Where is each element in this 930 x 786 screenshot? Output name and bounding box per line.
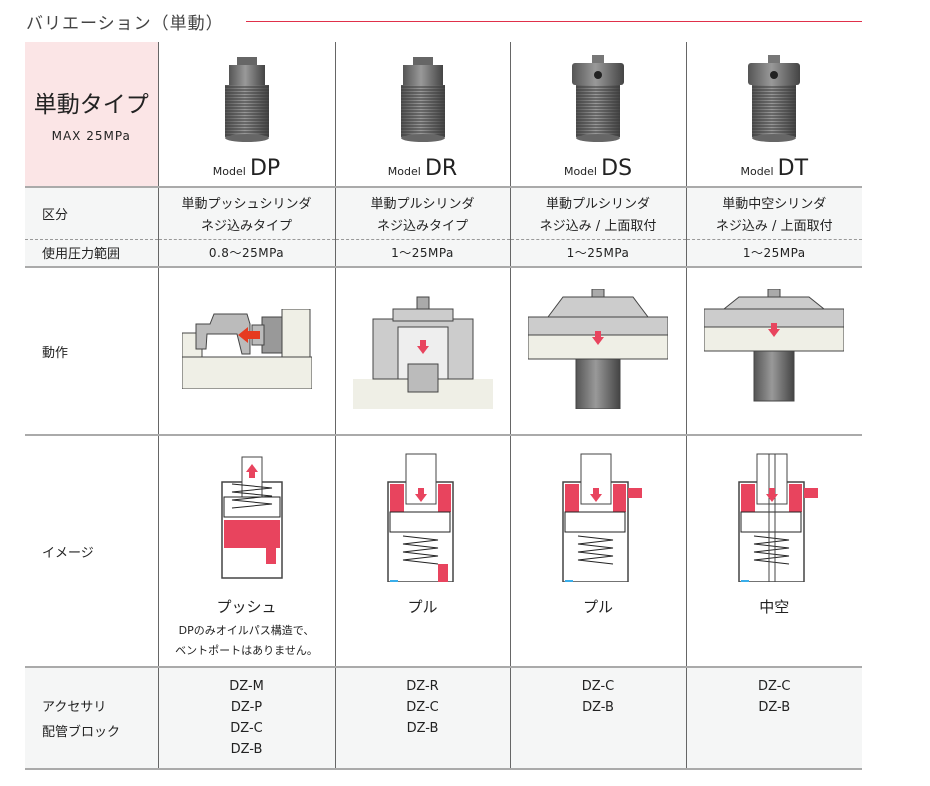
model-header-ds: Model DS	[509, 42, 686, 187]
note-line-1: DPのみオイルパス構造で、	[178, 624, 315, 637]
accessory-label-1: アクセサリ	[42, 700, 107, 715]
image-caption: 中空	[759, 598, 790, 616]
category-line-2: ネジ込み / 上面取付	[539, 218, 657, 234]
accessory-item: DZ-C	[581, 679, 615, 694]
accessory-item: DZ-B	[582, 700, 614, 715]
accessory-item: DZ-P	[230, 700, 263, 715]
category-cell: 単動プルシリンダネジ込みタイプ	[334, 187, 510, 239]
accessory-item: DZ-B	[406, 721, 439, 736]
action-cell	[509, 267, 686, 435]
pressure-row: 使用圧力範囲 0.8～25MPa 1～25MPa 1～25MPa 1～25MPa	[25, 239, 862, 267]
max-pressure: MAX 25MPa	[51, 129, 131, 143]
row-label-action: 動作	[42, 345, 69, 361]
action-diagram	[527, 288, 669, 410]
accessory-cell: DZ-M DZ-P DZ-C DZ-B	[157, 667, 335, 769]
category-line-1: 単動プルシリンダ	[370, 196, 475, 212]
cylinder-photo	[572, 55, 624, 142]
model-name: DT	[777, 156, 809, 181]
category-line-2: ネジ込み / 上面取付	[715, 218, 833, 234]
pressure-value: 0.8～25MPa	[208, 246, 285, 261]
action-diagram	[703, 288, 845, 402]
model-name: DR	[424, 156, 458, 181]
accessory-label-2: 配管ブロック	[42, 725, 121, 740]
variation-table: 単動タイプ MAX 25MPa Model DP Model DR Model …	[25, 42, 862, 770]
accessory-item: DZ-C	[230, 721, 263, 736]
category-line-1: 単動中空シリンダ	[722, 196, 827, 212]
schematic-diagram	[738, 453, 819, 586]
model-header-dt: Model DT	[685, 42, 862, 187]
action-diagram	[181, 308, 312, 390]
type-cell: 単動タイプ MAX 25MPa	[25, 42, 158, 187]
image-caption: プル	[582, 598, 613, 616]
category-line-1: 単動プルシリンダ	[545, 196, 650, 212]
model-prefix: Model	[563, 165, 597, 178]
pressure-value: 1～25MPa	[566, 246, 630, 261]
cylinder-photo	[748, 55, 801, 142]
model-header-dr: Model DR	[334, 42, 510, 187]
schematic-diagram	[220, 456, 283, 579]
model-name: DS	[601, 156, 633, 181]
pressure-cell: 1～25MPa	[509, 239, 686, 267]
accessory-cell: DZ-C DZ-B	[509, 667, 686, 769]
category-line-2: ネジ込みタイプ	[376, 218, 468, 234]
row-label-category: 区分	[25, 187, 158, 239]
category-cell: 単動プルシリンダネジ込み / 上面取付	[509, 187, 686, 239]
accessory-cell: DZ-R DZ-C DZ-B	[334, 667, 510, 769]
action-cell	[685, 267, 862, 435]
row-label-image: イメージ	[42, 545, 94, 561]
accessory-item: DZ-C	[406, 700, 439, 715]
category-cell: 単動中空シリンダネジ込み / 上面取付	[685, 187, 862, 239]
model-prefix: Model	[212, 165, 246, 178]
title-divider	[246, 21, 862, 22]
cylinder-photo	[224, 57, 269, 142]
pressure-cell: 1～25MPa	[685, 239, 862, 267]
model-prefix: Model	[740, 165, 774, 178]
schematic-diagram	[386, 453, 454, 586]
category-line-1: 単動プッシュシリンダ	[181, 196, 312, 212]
accessory-item: DZ-B	[758, 700, 791, 715]
header-row: 単動タイプ MAX 25MPa Model DP Model DR Model …	[25, 42, 862, 187]
cylinder-photo	[400, 57, 445, 142]
accessory-item: DZ-B	[230, 742, 263, 757]
image-caption: プル	[407, 598, 438, 616]
model-name: DP	[249, 156, 281, 181]
action-diagram	[352, 296, 493, 409]
image-cell: プル	[509, 435, 686, 667]
accessory-item: DZ-M	[229, 679, 264, 694]
image-row: イメージ プッシュ DPのみオイルパス構造で、ベントポートはありません。 プル プ…	[25, 435, 862, 667]
pressure-value: 1～25MPa	[391, 246, 454, 261]
image-cell: 中空	[685, 435, 862, 667]
accessory-cell: DZ-C DZ-B	[685, 667, 862, 769]
accessory-item: DZ-C	[758, 679, 791, 694]
type-label: 単動タイプ	[33, 92, 149, 118]
accessory-row: アクセサリ配管ブロック DZ-M DZ-P DZ-C DZ-B DZ-R DZ-C DZ-B…	[25, 667, 862, 769]
accessory-item: DZ-R	[406, 679, 439, 694]
category-cell: 単動プッシュシリンダネジ込みタイプ	[157, 187, 335, 239]
action-cell	[157, 267, 335, 435]
section-title: バリエーション（単動）	[26, 14, 224, 34]
action-row: 動作	[25, 267, 862, 435]
row-label-pressure: 使用圧力範囲	[25, 239, 158, 267]
note-line-2: ベントポートはありません。	[175, 644, 318, 657]
model-prefix: Model	[387, 165, 421, 178]
model-header-dp: Model DP	[157, 42, 335, 187]
pressure-value: 1～25MPa	[742, 246, 806, 261]
category-line-2: ネジ込みタイプ	[200, 218, 292, 234]
image-cell: プッシュ DPのみオイルパス構造で、ベントポートはありません。	[157, 435, 335, 667]
image-cell: プル	[334, 435, 510, 667]
pressure-cell: 1～25MPa	[334, 239, 510, 267]
category-row: 区分 単動プッシュシリンダネジ込みタイプ単動プルシリンダネジ込みタイプ単動プルシ…	[25, 187, 862, 239]
row-label-accessory: アクセサリ配管ブロック	[25, 667, 158, 769]
schematic-diagram	[562, 453, 642, 586]
pressure-cell: 0.8～25MPa	[157, 239, 335, 267]
action-cell	[334, 267, 510, 435]
image-caption: プッシュ	[216, 598, 277, 616]
